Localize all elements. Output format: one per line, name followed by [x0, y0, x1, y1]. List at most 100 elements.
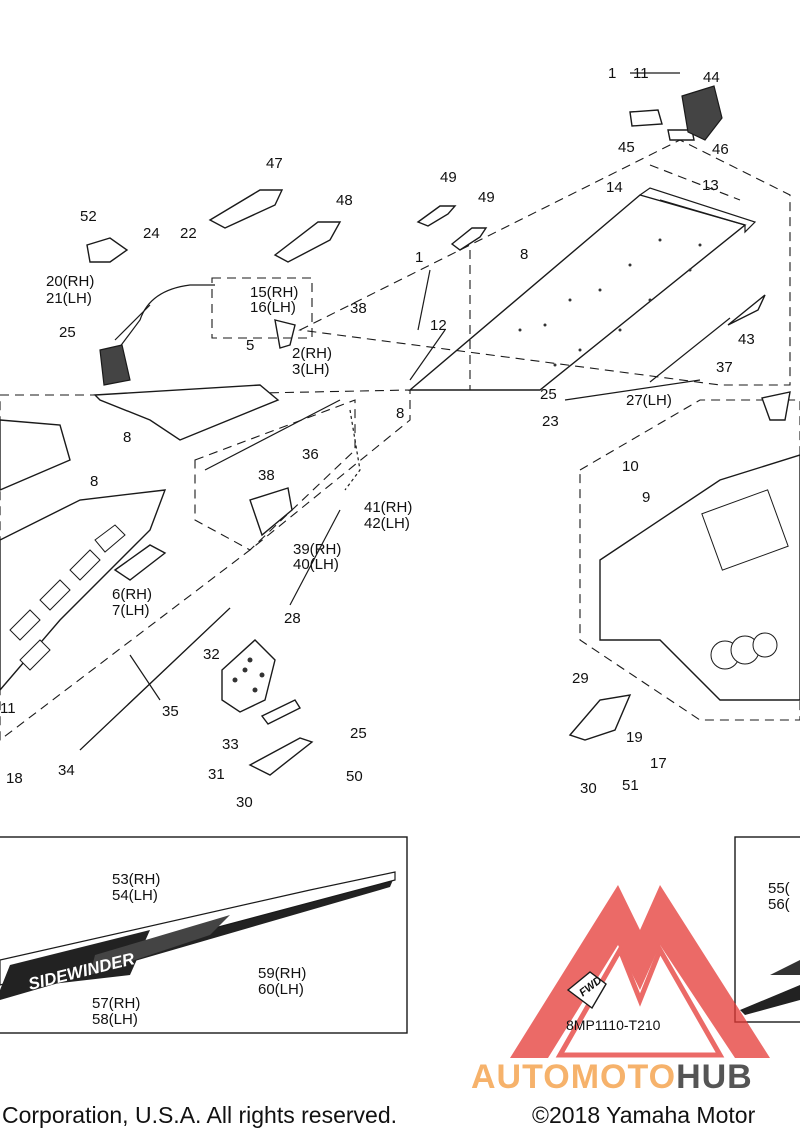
right-tunnel-frame	[568, 391, 800, 741]
callout-label: 35	[162, 703, 179, 720]
callout-label: 32	[203, 646, 220, 663]
callout-label: 29	[572, 670, 589, 687]
callout-label: 15(RH)	[250, 284, 298, 301]
callout-label: 52	[80, 208, 97, 225]
callout-labels: 1 11 44 45 46 47 49 49 48 14 13 52 24 22…	[0, 65, 790, 1028]
callout-label: 25	[540, 386, 557, 403]
plate-46	[667, 129, 695, 141]
callout-label: 53(RH)	[112, 871, 160, 888]
pad-48	[273, 221, 342, 263]
rail-37	[649, 317, 731, 383]
callout-label: 57(RH)	[92, 995, 140, 1012]
left-tunnel-frame	[0, 384, 280, 751]
pad-47	[208, 189, 284, 229]
callout-label: 8	[520, 246, 528, 263]
bracket-20	[109, 284, 215, 361]
callout-label: 2(RH)	[292, 345, 332, 362]
callout-label: 24	[143, 225, 160, 242]
callout-label: 38	[258, 467, 275, 484]
callout-label: 49	[478, 189, 495, 206]
callout-label: 11	[0, 700, 16, 717]
footrest-32	[221, 639, 276, 713]
callout-label: 38	[350, 300, 367, 317]
callout-label: 9	[642, 489, 650, 506]
callout-label: 11	[633, 65, 649, 82]
callout-label: 14	[606, 179, 623, 196]
callout-label: 8	[90, 473, 98, 490]
bracket-33	[260, 699, 302, 725]
callout-label: 45	[618, 139, 635, 156]
callout-label: 31	[208, 766, 225, 783]
callout-label: 40(LH)	[293, 556, 339, 573]
automotohub-logo	[510, 885, 770, 1058]
plate-45	[629, 109, 663, 127]
callout-label: 39(RH)	[293, 541, 341, 558]
callout-label: 51	[622, 777, 639, 794]
callout-label: 36	[302, 446, 319, 463]
callout-label: 50	[346, 768, 363, 785]
callout-label: 17	[650, 755, 667, 772]
pad-49b	[450, 227, 488, 251]
pad-49a	[416, 205, 457, 227]
callout-label: 13	[702, 177, 719, 194]
callout-label: 37	[716, 359, 733, 376]
callout-label: 8	[396, 405, 404, 422]
copyright-right: ©2018 Yamaha Motor	[532, 1102, 756, 1128]
callout-label: 25	[59, 324, 76, 341]
callout-label: 55(	[768, 880, 790, 897]
rail-36	[204, 399, 341, 471]
callout-label: 54(LH)	[112, 887, 158, 904]
callout-label: 1	[415, 249, 423, 266]
floor-panel	[298, 139, 791, 391]
callout-label: 27(LH)	[626, 392, 672, 409]
mount-block	[99, 344, 131, 386]
copyright-left: Corporation, U.S.A. All rights reserved.	[2, 1102, 397, 1128]
callout-label: 49	[440, 169, 457, 186]
callout-label: 46	[712, 141, 729, 158]
part-5	[274, 319, 296, 349]
cover-52	[86, 237, 129, 263]
watermark-text: AUTOMOTOHUB	[471, 1058, 753, 1096]
callout-label: 23	[542, 413, 559, 430]
callout-label: 44	[703, 69, 720, 86]
callout-label: 12	[430, 317, 447, 334]
callout-label: 47	[266, 155, 283, 172]
callout-label: 1	[608, 65, 616, 82]
callout-label: 30	[236, 794, 253, 811]
diagram-code: 8MP1110-T210	[566, 1017, 661, 1033]
callout-label: 41(RH)	[364, 499, 412, 516]
callout-label: 21(LH)	[46, 290, 92, 307]
side-decal	[0, 871, 396, 1000]
callout-label: 58(LH)	[92, 1011, 138, 1028]
callout-label: 30	[580, 780, 597, 797]
callout-label: 3(LH)	[292, 361, 330, 378]
callout-label: 19	[626, 729, 643, 746]
bar-31	[248, 737, 314, 776]
callout-label: 34	[58, 762, 75, 779]
callout-label: 42(LH)	[364, 515, 410, 532]
callout-label: 33	[222, 736, 239, 753]
callout-label: 28	[284, 610, 301, 627]
callout-label: 16(LH)	[250, 299, 296, 316]
bracket-44	[681, 85, 723, 141]
callout-label: 43	[738, 331, 755, 348]
callout-label: 5	[246, 337, 254, 354]
callout-label: 18	[6, 770, 23, 787]
callout-label: 22	[180, 225, 197, 242]
callout-label: 60(LH)	[258, 981, 304, 998]
callout-label: 59(RH)	[258, 965, 306, 982]
copyright-footer: Corporation, U.S.A. All rights reserved.…	[0, 1092, 800, 1138]
step-39	[249, 487, 293, 537]
chain-41	[344, 409, 361, 491]
callout-label: 48	[336, 192, 353, 209]
callout-label: 7(LH)	[112, 602, 150, 619]
callout-label: 25	[350, 725, 367, 742]
callout-label: 20(RH)	[46, 273, 94, 290]
piece-43	[727, 294, 766, 326]
callout-label: 8	[123, 429, 131, 446]
callout-label: 10	[622, 458, 639, 475]
callout-label: 6(RH)	[112, 586, 152, 603]
callout-label: 56(	[768, 896, 790, 913]
